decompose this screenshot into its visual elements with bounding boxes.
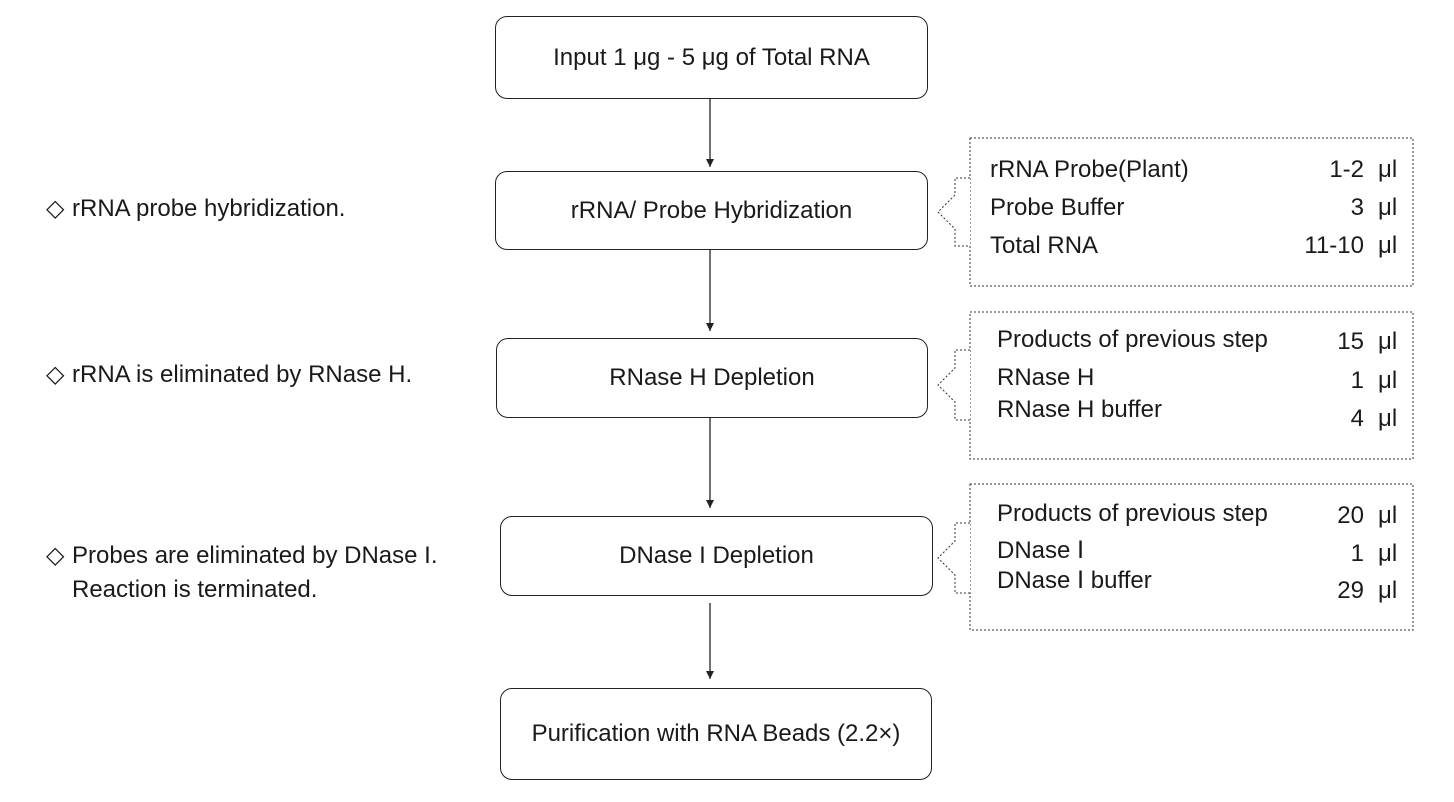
reagent-name: DNase Ⅰ [997,537,1085,564]
reagent-amount: 3 [1350,194,1364,221]
reagent-unit: μl [1378,194,1398,221]
step-label: Input 1 μg - 5 μg of Total RNA [553,43,870,71]
reagent-unit: μl [1378,328,1398,355]
note-hybridization: ◇ rRNA probe hybridization. [46,192,345,226]
reagent-name: DNase Ⅰ buffer [997,567,1152,594]
reagent-name: Probe Buffer [990,194,1125,221]
step-dnase-depletion: DNase I Depletion [500,516,933,596]
step-purification: Purification with RNA Beads (2.2×) [500,688,932,780]
note-text: Probes are eliminated by DNase I. [72,542,438,569]
callout-pointer-1 [937,177,970,247]
reagent-unit: μl [1378,502,1398,529]
reagent-amount: 1 [1350,540,1364,567]
reagent-name: Total RNA [990,232,1099,259]
reagent-amount: 11-10 [1304,232,1364,259]
reagent-name: rRNA Probe(Plant) [990,156,1189,183]
reagent-unit: μl [1378,540,1398,567]
note-text: rRNA probe hybridization. [72,195,346,222]
callout-pointer-3 [937,522,970,594]
step-label: Purification with RNA Beads (2.2×) [531,720,901,747]
reagent-unit: μl [1378,577,1398,604]
reagent-amount: 29 [1337,577,1364,604]
reagent-amount: 4 [1350,405,1364,432]
reagent-name: Products of previous step [997,326,1268,353]
step-label: DNase I Depletion [619,542,814,569]
reagent-name: Products of previous step [997,500,1268,527]
callout-pointer-2 [937,349,970,421]
reagent-amount: 1 [1350,367,1364,394]
reagent-unit: μl [1378,232,1398,259]
reagent-name: RNase H [997,364,1095,391]
reagent-panel-2-border [969,311,1414,460]
step-rnase-h-depletion: RNase H Depletion [496,338,928,418]
step-input-total-rna: Input 1 μg - 5 μg of Total RNA [495,16,928,99]
reagent-amount: 15 [1337,328,1364,355]
step-probe-hybridization: rRNA/ Probe Hybridization [495,171,928,250]
step-label: rRNA/ Probe Hybridization [570,196,853,224]
diamond-bullet-icon: ◇ [46,195,65,222]
diamond-bullet-icon: ◇ [46,361,65,388]
diamond-bullet-icon: ◇ [46,542,65,569]
note-rnase: ◇ rRNA is eliminated by RNase H. [46,358,412,392]
step-label: RNase H Depletion [609,364,815,391]
reagent-amount: 1-2 [1329,156,1364,183]
reagent-unit: μl [1378,156,1398,183]
note-text: rRNA is eliminated by RNase H. [72,361,413,388]
note-text-continued: Reaction is terminated. [72,576,318,603]
note-dnase: ◇ Probes are eliminated by DNase I. React… [46,539,438,607]
reagent-name: RNase H buffer [997,396,1162,423]
reagent-unit: μl [1378,367,1398,394]
reagent-amount: 20 [1337,502,1364,529]
reagent-unit: μl [1378,405,1398,432]
